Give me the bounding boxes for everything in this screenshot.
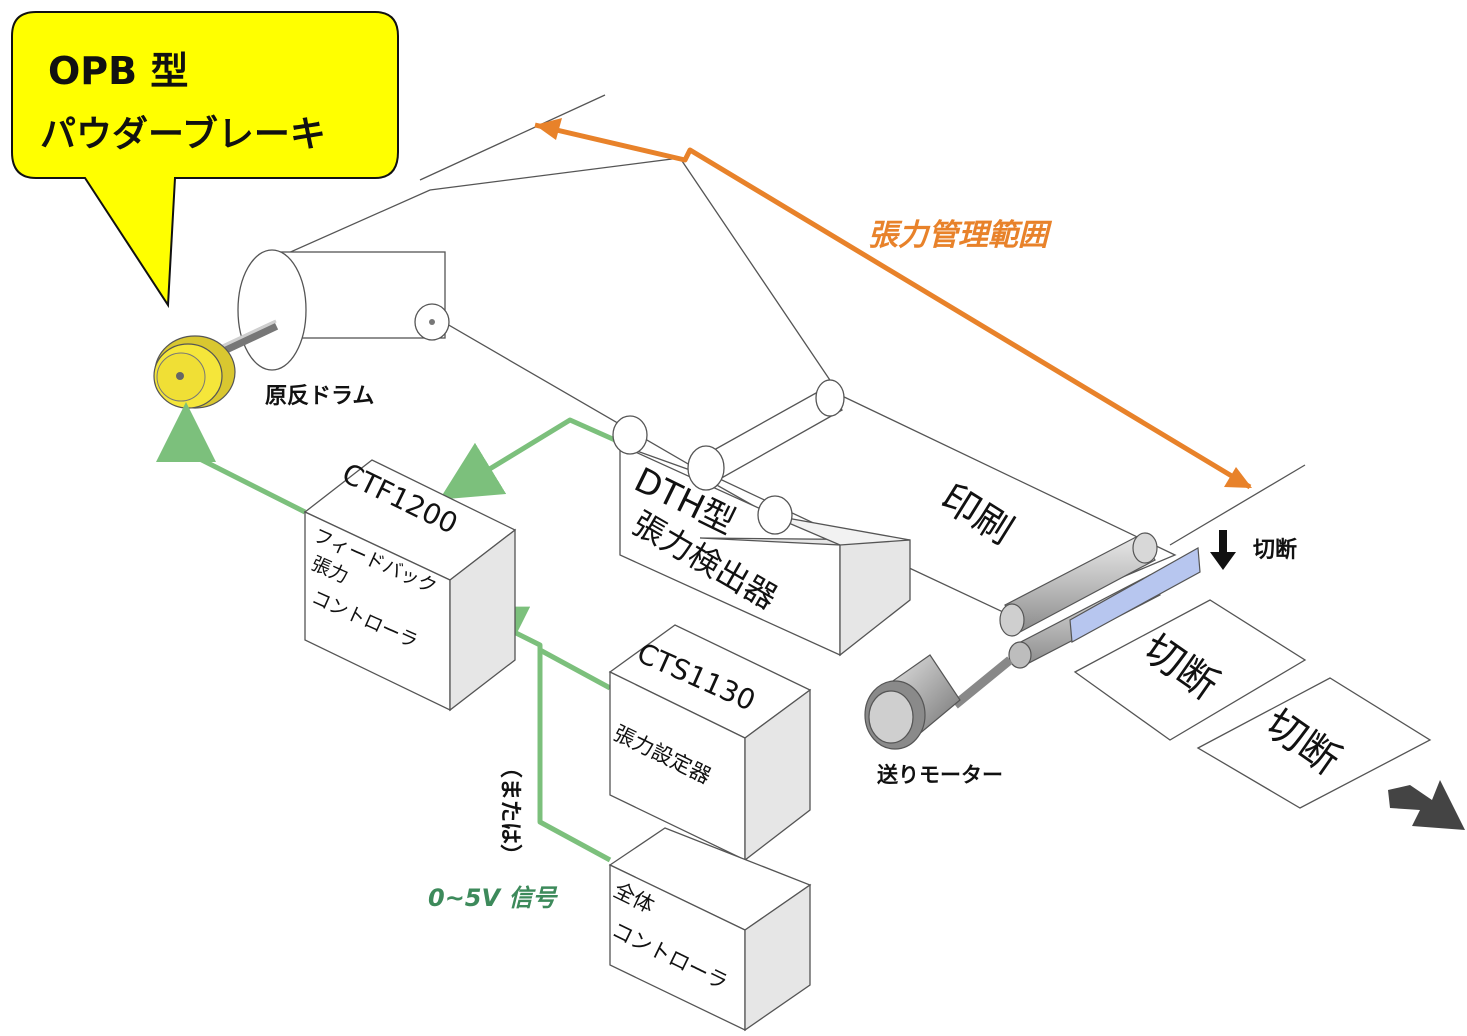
feed-motor-label: 送りモーター	[877, 763, 1003, 787]
down-arrow-icon	[1210, 530, 1236, 570]
cutter-assembly	[952, 532, 1201, 709]
cut-top-label: 切断	[1253, 537, 1297, 563]
exit-arrow-icon	[1388, 780, 1465, 830]
tension-range-arrow	[534, 118, 1252, 490]
drum	[209, 249, 450, 371]
ctf1200-box	[303, 459, 517, 712]
cut-sheets	[1073, 599, 1432, 809]
speech-bubble: OPB 型 パウダーブレーキ	[11, 11, 399, 309]
range-guide-lines	[419, 94, 1306, 546]
drum-label: 原反ドラム	[265, 384, 374, 409]
powder-brake-icon	[153, 335, 236, 409]
signal-label: 0~5V 信号	[428, 884, 558, 912]
feed-motor	[864, 654, 961, 750]
cts1130-box	[608, 624, 812, 862]
or-label: （または）	[497, 756, 522, 866]
dth-detector	[612, 379, 911, 657]
callout-line2: パウダーブレーキ	[40, 113, 326, 155]
overall-controller-box	[608, 827, 812, 1032]
callout-line1: OPB 型	[48, 49, 188, 93]
tension-range-label: 張力管理範囲	[868, 218, 1053, 253]
